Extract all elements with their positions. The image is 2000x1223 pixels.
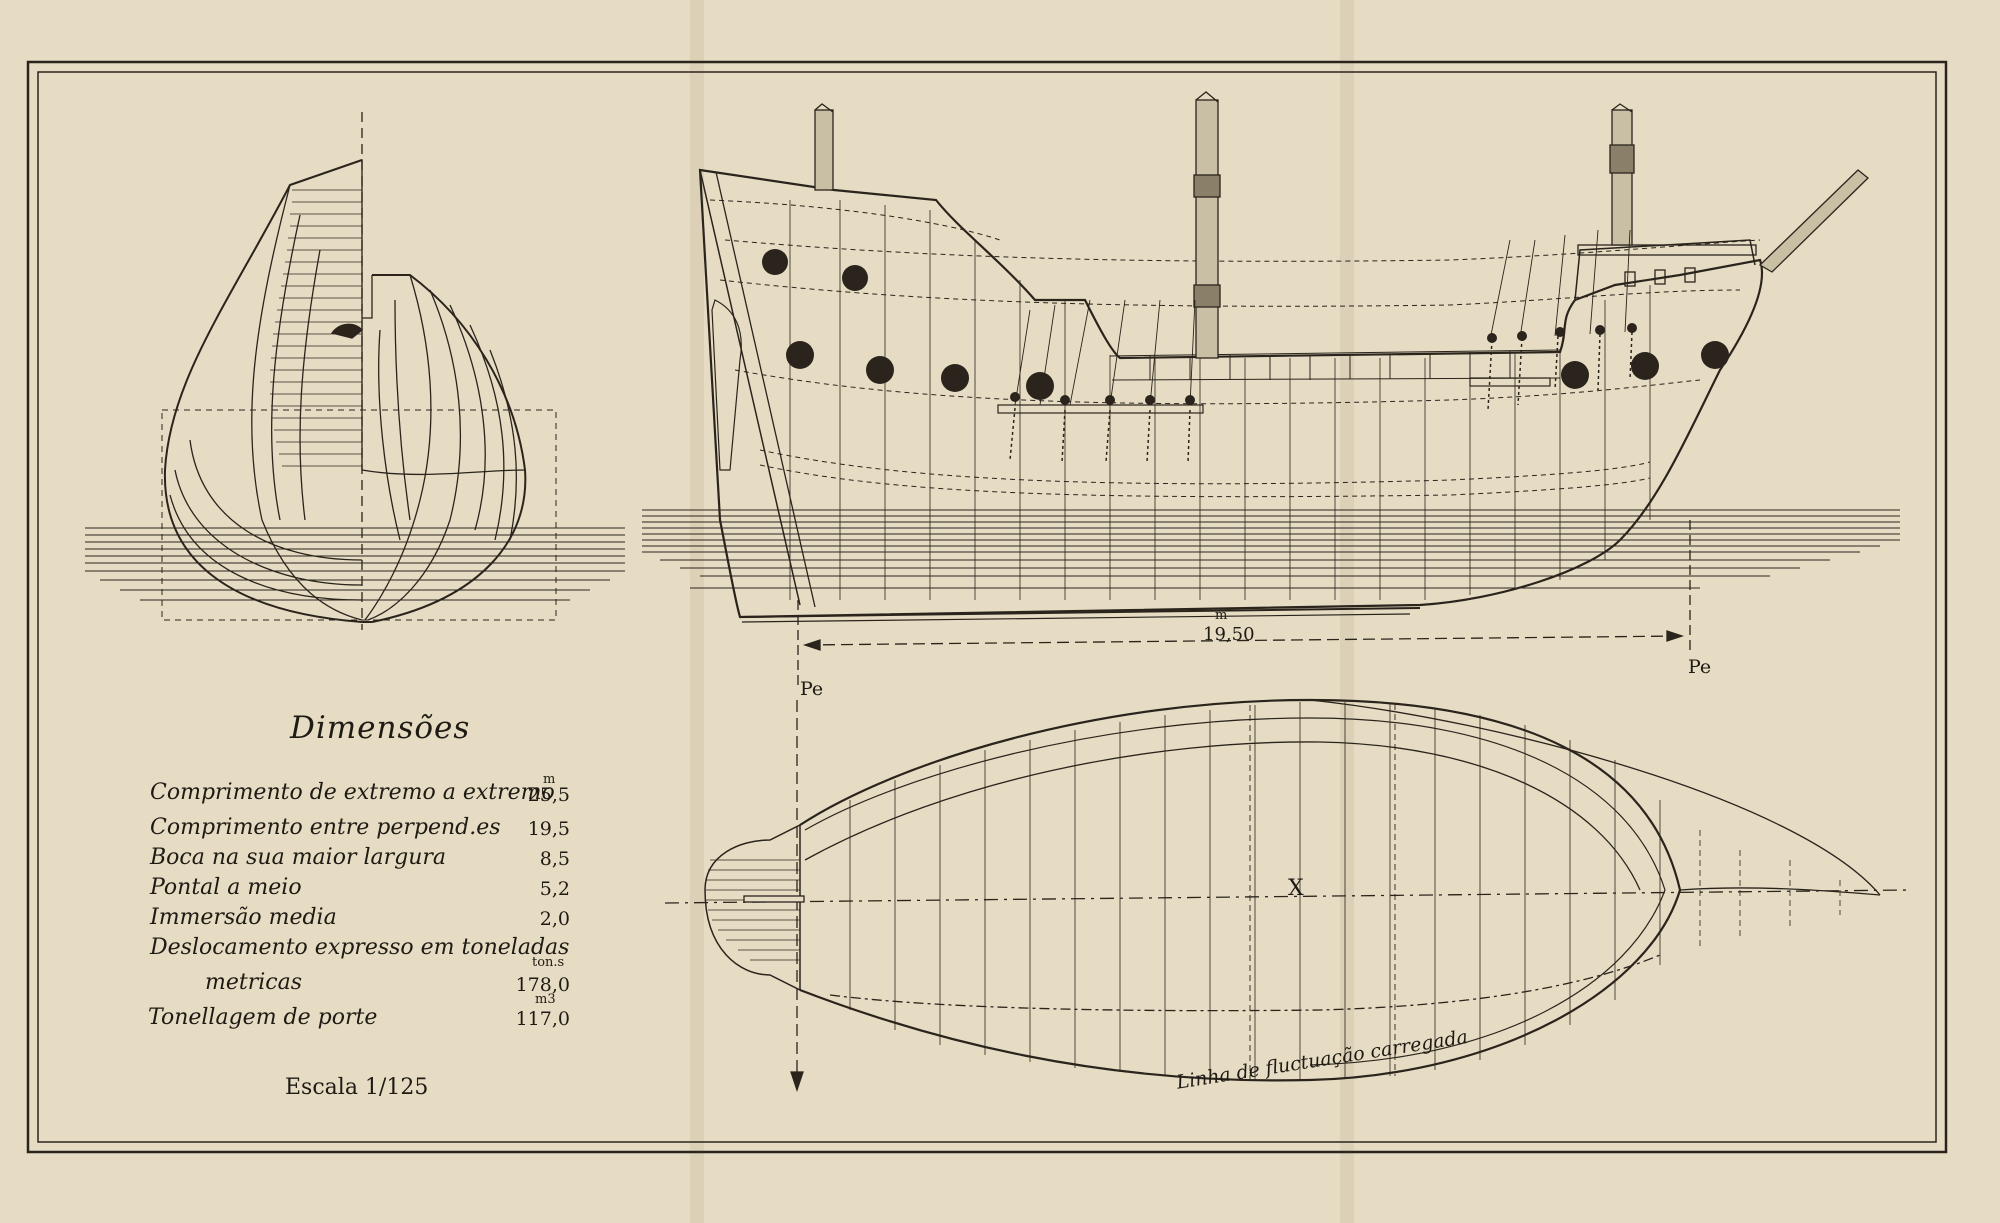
dimensions-title: Dimensões <box>290 710 471 746</box>
half-breadth-plan <box>664 698 1911 1093</box>
dimension-row-label: Tonellagem de porte <box>148 1005 378 1030</box>
dimension-row-value: 5,2 <box>539 878 570 900</box>
dimension-row-label: metricas <box>205 970 303 995</box>
dimension-row-value: 8,5 <box>539 848 570 870</box>
midship-mark: X <box>1288 876 1304 901</box>
dimension-row-unit: m3 <box>535 992 556 1007</box>
sheer-profile <box>642 91 1900 690</box>
dimension-row-label: Deslocamento expresso em toneladas <box>150 935 570 960</box>
dimension-row-label: Boca na sua maior largura <box>150 845 447 870</box>
dimension-row-label: Immersão media <box>150 905 337 930</box>
dimension-row-value: 19,5 <box>527 818 570 840</box>
perpendicular-aft-label: Pe <box>800 678 824 700</box>
fold-left <box>690 0 704 1223</box>
fold-right <box>1340 0 1354 1223</box>
dimension-row-unit: m <box>543 772 556 787</box>
dimension-row-label: Comprimento entre perpend.es <box>150 815 501 840</box>
length-unit: m <box>1215 608 1228 623</box>
dimension-row-label: Comprimento de extremo a extremo <box>150 780 555 805</box>
dimension-row-unit: ton.s <box>532 955 565 970</box>
dimension-row-value: 178,0 <box>515 974 570 996</box>
outer-border <box>26 60 1948 1154</box>
inner-border <box>37 71 1937 1143</box>
dimension-row-value: 2,0 <box>539 908 570 930</box>
dimension-row-value: 25,5 <box>527 784 570 806</box>
body-plan <box>85 112 625 630</box>
dimension-row-label: Pontal a meio <box>150 875 302 900</box>
length-between-perpendiculars: 19,50 <box>1203 624 1255 645</box>
dimension-row-value: 117,0 <box>515 1008 570 1030</box>
scale-label: Escala 1/125 <box>285 1075 429 1100</box>
perpendicular-fore-label: Pe <box>1688 656 1712 678</box>
